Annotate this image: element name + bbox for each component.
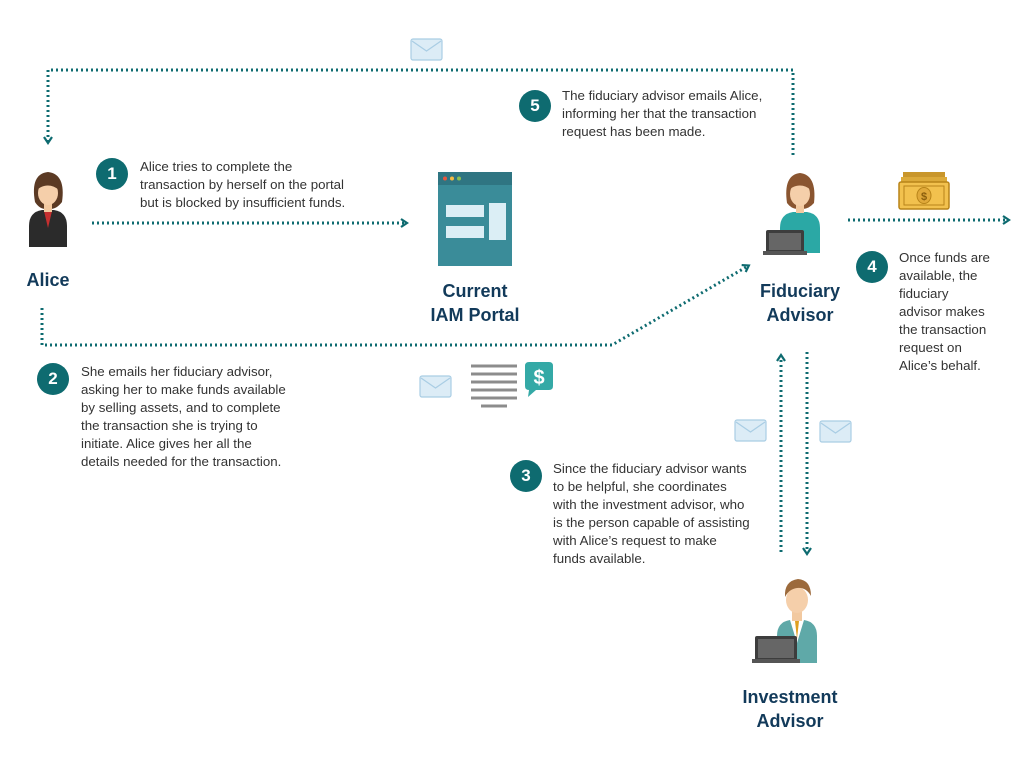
step-1-badge: 1	[96, 158, 128, 190]
cash-bill-icon: $	[898, 172, 950, 210]
envelope-icon	[419, 375, 452, 398]
step-1-text: Alice tries to complete the transaction …	[140, 159, 346, 210]
step-2-text: She emails her fiduciary advisor, asking…	[81, 364, 286, 469]
step-3-badge: 3	[510, 460, 542, 492]
envelope-icon	[734, 419, 767, 442]
alice-label: Alice	[26, 270, 70, 290]
step-4-badge: 4	[856, 251, 888, 283]
portal-label: Current IAM Portal	[430, 281, 520, 325]
svg-text:$: $	[533, 367, 544, 389]
woman-avatar-icon	[29, 172, 67, 247]
step-3-text: Since the fiduciary advisor wants to be …	[553, 461, 750, 566]
step-2-badge: 2	[37, 363, 69, 395]
woman-at-laptop-icon	[763, 173, 820, 255]
envelope-icon	[819, 420, 852, 443]
fiduciary-advisor-label: Fiduciary Advisor	[759, 281, 841, 325]
step-4-text: Once funds are available, the fiduciary …	[899, 250, 990, 373]
document-lines-icon	[471, 364, 517, 408]
web-portal-icon	[438, 172, 512, 266]
investment-advisor-label: Investment Advisor	[742, 687, 838, 731]
envelope-icon	[410, 38, 443, 61]
svg-text:$: $	[921, 191, 927, 203]
arrow-step5-to-alice	[43, 68, 795, 155]
arrow-alice-to-fiduciary	[40, 263, 751, 347]
step-5-badge: 5	[519, 90, 551, 122]
man-at-laptop-icon	[752, 579, 817, 663]
step-5-text: The fiduciary advisor emails Alice, info…	[562, 88, 763, 139]
dollar-chat-icon: $	[525, 362, 553, 397]
